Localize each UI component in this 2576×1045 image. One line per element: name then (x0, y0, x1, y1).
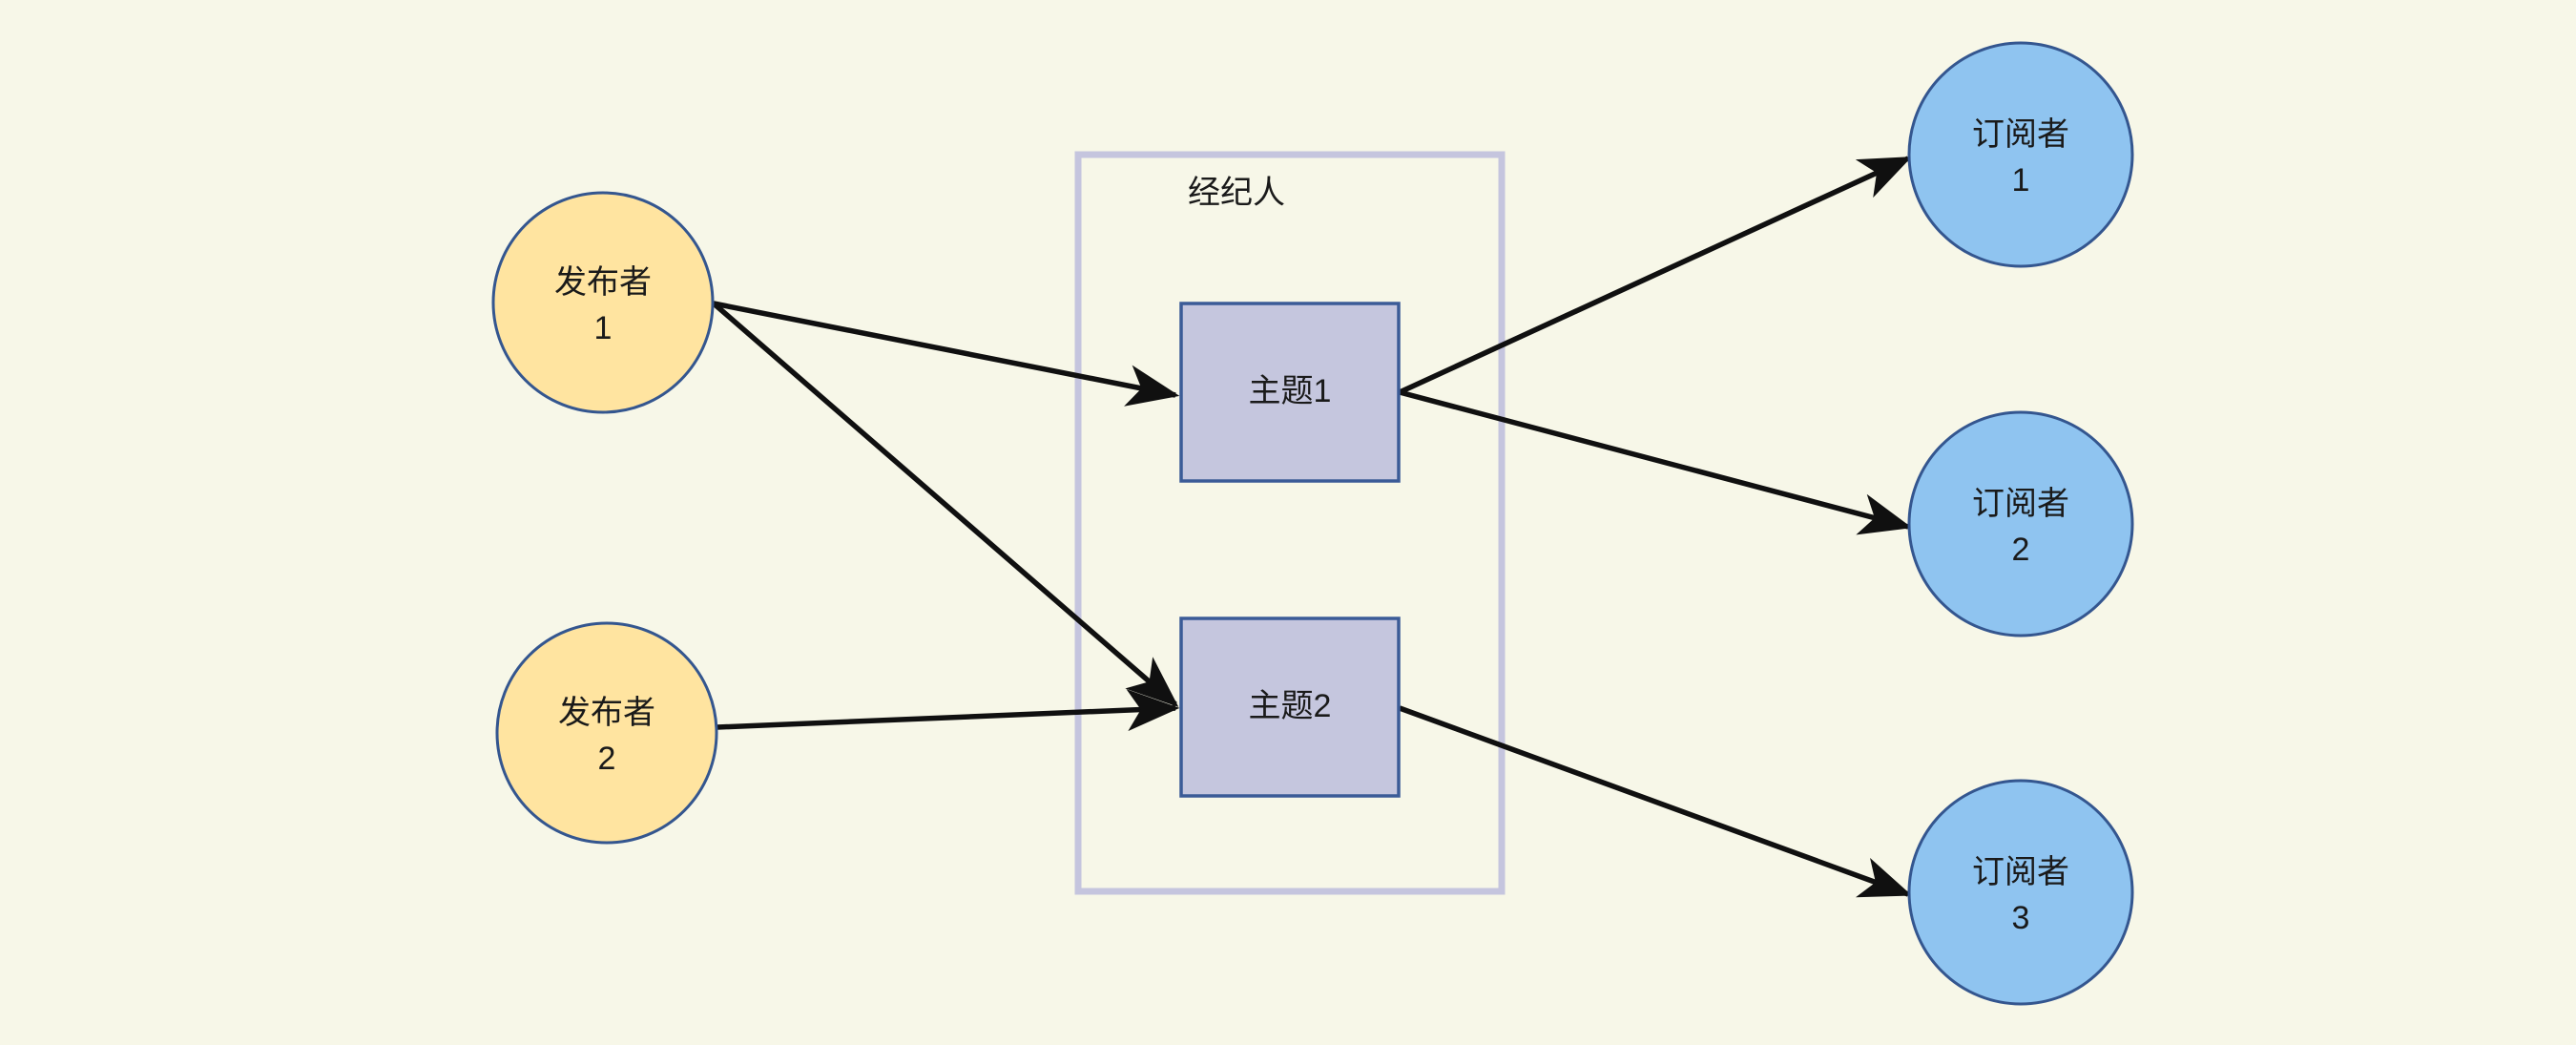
broker-group-label: 经纪人 (1188, 175, 1285, 211)
topic-2-rect[interactable] (1179, 617, 1401, 798)
subscriber-1[interactable]: 订阅者 1 (1907, 41, 2134, 268)
topic-1-rect[interactable] (1179, 302, 1401, 483)
edge-topic1-subscriber1 (1398, 156, 1912, 395)
edge-publisher1-topic1 (713, 301, 1180, 407)
subscriber-2-label-line1: 订阅者 (1972, 486, 2069, 522)
subscriber-3[interactable]: 订阅者 3 (1907, 779, 2134, 1006)
subscriber-1-label-line1: 订阅者 (1972, 116, 2069, 153)
subscriber-2[interactable]: 订阅者 2 (1907, 410, 2134, 637)
edge-topic1-subscriber2 (1399, 389, 1913, 535)
publisher-2-circle[interactable] (495, 621, 718, 845)
publisher-1[interactable]: 发布者 1 (491, 191, 715, 414)
subscriber-1-circle[interactable] (1907, 41, 2134, 268)
topic-2-label: 主题2 (1249, 688, 1332, 724)
edge-topic2-subscriber3 (1399, 705, 1913, 898)
broker-group: 经纪人 (1074, 151, 1506, 895)
broker-group-box (1074, 151, 1506, 895)
publisher-2-label-line1: 发布者 (558, 695, 655, 731)
edge-layer (712, 156, 1913, 898)
subscriber-3-circle[interactable] (1907, 779, 2134, 1006)
topic-1[interactable]: 主题1 (1179, 302, 1401, 483)
publisher-1-label-line2: 1 (594, 310, 613, 346)
subscriber-3-label-line2: 3 (2012, 900, 2030, 936)
publisher-2[interactable]: 发布者 2 (495, 621, 718, 845)
subscriber-1-label-line2: 1 (2012, 162, 2030, 199)
topic-2[interactable]: 主题2 (1179, 617, 1401, 798)
topic-1-label: 主题1 (1249, 373, 1332, 409)
edge-publisher1-topic2 (712, 301, 1179, 707)
publisher-1-circle[interactable] (491, 191, 715, 414)
subscriber-2-circle[interactable] (1907, 410, 2134, 637)
subscriber-2-label-line2: 2 (2012, 532, 2030, 568)
publisher-1-label-line1: 发布者 (554, 264, 652, 301)
subscriber-3-label-line1: 订阅者 (1972, 854, 2069, 890)
publisher-2-label-line2: 2 (598, 741, 616, 777)
edge-publisher2-topic2 (717, 689, 1180, 732)
